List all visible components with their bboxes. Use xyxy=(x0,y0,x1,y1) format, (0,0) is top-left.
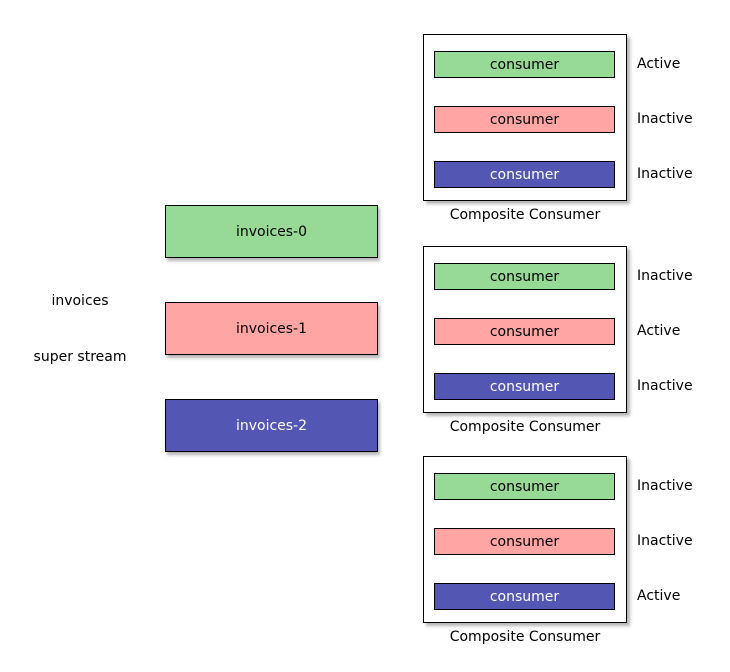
consumer-box: consumer xyxy=(434,583,615,610)
consumer-box: consumer xyxy=(434,106,615,133)
super-stream-type: super stream xyxy=(33,349,127,365)
consumer-status: Active xyxy=(637,55,681,72)
composite-consumer-group-1: consumer consumer consumer Active Inacti… xyxy=(423,34,730,234)
partition-invoices-0: invoices-0 xyxy=(165,205,378,258)
composite-consumer-group-2: consumer consumer consumer Inactive Acti… xyxy=(423,246,730,446)
consumer-label: consumer xyxy=(489,323,560,340)
consumer-label: consumer xyxy=(489,588,560,605)
composite-consumer-panel: consumer consumer consumer xyxy=(423,456,627,623)
consumer-status: Inactive xyxy=(637,532,693,549)
partition-invoices-1: invoices-1 xyxy=(165,302,378,355)
consumer-status: Inactive xyxy=(637,267,693,284)
consumer-status: Inactive xyxy=(637,165,693,182)
consumer-label: consumer xyxy=(489,166,560,183)
consumer-status: Active xyxy=(637,587,681,604)
partition-label: invoices-1 xyxy=(235,320,308,337)
consumer-label: consumer xyxy=(489,533,560,550)
consumer-label: consumer xyxy=(489,111,560,128)
partition-invoices-2: invoices-2 xyxy=(165,399,378,452)
consumer-box: consumer xyxy=(434,263,615,290)
partition-label: invoices-0 xyxy=(235,223,308,240)
composite-consumer-panel: consumer consumer consumer xyxy=(423,34,627,201)
composite-consumer-caption: Composite Consumer xyxy=(449,629,601,645)
consumer-status: Inactive xyxy=(637,377,693,394)
super-stream-name: invoices xyxy=(51,293,109,309)
partition-label: invoices-2 xyxy=(235,417,308,434)
consumer-box: consumer xyxy=(434,473,615,500)
consumer-box: consumer xyxy=(434,373,615,400)
composite-consumer-panel: consumer consumer consumer xyxy=(423,246,627,413)
consumer-label: consumer xyxy=(489,268,560,285)
composite-consumer-caption: Composite Consumer xyxy=(449,207,601,223)
consumer-status: Inactive xyxy=(637,477,693,494)
super-stream-label: invoices super stream xyxy=(0,293,160,365)
consumer-status: Inactive xyxy=(637,110,693,127)
consumer-label: consumer xyxy=(489,378,560,395)
composite-consumer-group-3: consumer consumer consumer Inactive Inac… xyxy=(423,456,730,656)
consumer-label: consumer xyxy=(489,56,560,73)
composite-consumer-caption: Composite Consumer xyxy=(449,419,601,435)
consumer-box: consumer xyxy=(434,528,615,555)
consumer-box: consumer xyxy=(434,318,615,345)
consumer-box: consumer xyxy=(434,161,615,188)
consumer-label: consumer xyxy=(489,478,560,495)
consumer-status: Active xyxy=(637,322,681,339)
consumer-box: consumer xyxy=(434,51,615,78)
